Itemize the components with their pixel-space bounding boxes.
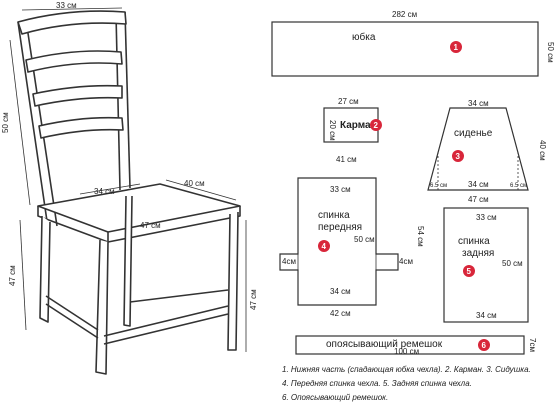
seat-corner-right: 6.5 см [510,183,527,189]
seat-side: 40 см [538,140,547,161]
legend: 1. Нижняя часть (спадающая юбка чехла). … [282,365,531,402]
piece-skirt: 282 см 50 см юбка 1 [271,10,555,77]
front-back-right-tab: 4см [399,257,413,266]
pocket-number-badge [370,119,382,131]
chair-dim-leg-left: 47 см [8,265,17,286]
belt-length: 100 см [394,347,419,356]
chair-illustration [17,10,241,375]
piece-rear-back: 33 см спинка задняя 50 см 5 34 см [443,207,529,323]
belt-label: опоясывающий ремешок [326,339,443,350]
front-back-bottom-inner: 34 см [330,287,351,296]
front-back-label-line2: передняя [318,222,362,233]
front-back-top: 33 см [330,185,351,194]
chair-dim-seat-depth: 40 см [184,179,205,188]
chair-dim-back: 50 см [1,112,10,133]
pocket-width: 27 см [338,97,359,106]
piece-front-back: 41 см 33 см спинка передняя 50 см 4 4см … [279,155,425,318]
skirt-width: 282 см [392,10,417,19]
rear-back-height: 50 см [502,259,523,268]
legend-line-1: 1. Нижняя часть (спадающая юбка чехла). … [282,365,531,374]
chair-dim-leg-right: 47 см [249,289,258,310]
pocket-label: Карман [340,120,377,131]
front-back-height: 50 см [354,235,375,244]
legend-line-2: 4. Передняя спинка чехла. 5. Задняя спин… [282,379,472,388]
chair-dim-top: 33 см [56,1,77,10]
front-back-bottom: 42 см [330,309,351,318]
chair-dim-seat-front: 47 см [140,221,161,230]
seat-number: 3 [456,152,461,161]
rear-back-label-line1: спинка [458,236,490,247]
seat-bottom: 47 см [468,195,489,204]
pocket-number: 2 [374,121,379,130]
rear-back-top: 33 см [476,213,497,222]
rear-back-label-line2: задняя [462,248,494,259]
piece-seat: 34 см 40 см сиденье 3 34 см 6.5 см 6.5 с… [427,99,547,204]
skirt-number-badge [450,41,462,53]
belt-number: 6 [482,341,487,350]
chair-dim-seat-width: 34 см [94,187,115,196]
skirt-number: 1 [454,43,459,52]
front-back-outer-width: 41 см [336,155,357,164]
seat-number-badge [452,150,464,162]
skirt-label: юбка [352,31,376,43]
seat-bottom-inner: 34 см [468,180,489,189]
skirt-height: 50 см [546,42,555,63]
front-back-number-badge [318,240,330,252]
belt-height: 7см [528,338,537,352]
seat-corner-left: 6.5 см [430,183,447,189]
legend-line-3: 6. Опоясывающий ремешок. [282,393,388,402]
piece-belt: опоясывающий ремешок 6 100 см 7см [295,335,537,356]
chair-dimensions [9,7,247,352]
piece-pocket: 27 см 20 см Карман 2 [323,97,382,143]
front-back-left-tab: 4см [282,257,296,266]
rear-back-number-badge [463,265,475,277]
front-back-number: 4 [322,242,327,251]
seat-label: сиденье [454,128,493,139]
front-back-label-line1: спинка [318,210,350,221]
rear-back-bottom: 34 см [476,311,497,320]
belt-number-badge [478,339,490,351]
front-back-side-total: 54 см [416,226,425,247]
rear-back-number: 5 [467,267,472,276]
pocket-height: 20 см [328,120,337,141]
seat-top: 34 см [468,99,489,108]
